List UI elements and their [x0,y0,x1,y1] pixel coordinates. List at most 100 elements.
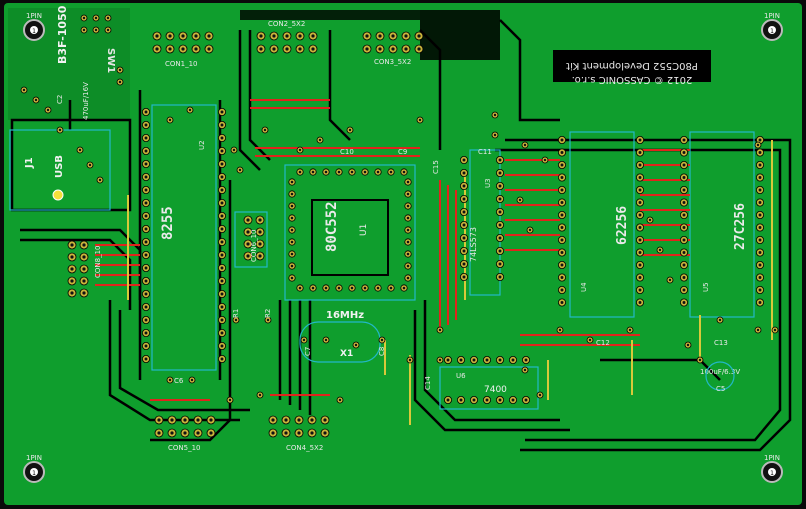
drill-hole [485,358,489,362]
drill-hole [337,170,341,174]
drill-hole [560,163,564,167]
drill-hole [302,338,306,342]
drill-hole [682,163,686,167]
usb-label: USB [54,155,65,178]
drill-hole [188,108,192,112]
u1-body [311,199,389,276]
drill-hole [94,28,98,32]
drill-hole [181,47,185,51]
drill-hole [758,176,762,179]
drill-hole [232,148,236,152]
drill-hole [259,34,263,38]
drill-hole [758,301,762,304]
drill-hole [698,358,702,362]
drill-hole [350,170,354,174]
drill-hole [144,279,148,283]
drill-hole [682,263,686,267]
u4-ref-label: U4 [580,282,588,292]
drill-hole [271,431,275,435]
drill-hole [638,213,642,217]
drill-hole [196,431,200,435]
drill-hole [758,201,762,204]
drill-hole [155,47,159,51]
drill-hole [220,266,224,270]
c6-label: C6 [174,377,184,385]
drill-hole [638,301,642,304]
drill-hole [82,267,86,271]
drill-hole [34,98,38,102]
drill-hole [220,188,224,192]
drill-hole [157,431,161,435]
drill-hole [272,47,276,51]
drill-hole [758,263,762,267]
drill-hole [406,228,410,232]
drill-hole [365,47,369,51]
drill-hole [238,168,242,172]
drill-hole [98,178,102,182]
drill-hole [144,253,148,257]
drill-hole [498,184,502,188]
drill-hole [285,47,289,51]
drill-hole [462,249,466,253]
drill-hole [258,242,262,246]
drill-hole [220,110,224,114]
drill-hole [402,170,406,174]
drill-hole [498,275,502,279]
drill-hole [144,240,148,244]
drill-hole [380,338,384,342]
c5-ref-label: C5 [716,385,725,393]
drill-hole [290,228,294,232]
drill-hole [389,286,393,290]
drill-hole [144,331,148,335]
drill-hole [82,279,86,283]
drill-hole [220,357,224,361]
drill-hole [220,214,224,218]
drill-hole [378,34,382,38]
mounting-hole-bl: 1PIN 1 [23,454,45,483]
drill-hole [498,249,502,253]
drill-hole [560,201,564,204]
drill-hole [285,34,289,38]
drill-hole [194,47,198,51]
drill-hole [144,266,148,270]
drill-hole [259,47,263,51]
drill-hole [718,318,722,322]
drill-hole [459,358,463,362]
drill-hole [756,143,760,147]
drill-hole [144,214,148,218]
drill-hole [638,138,642,142]
drill-hole [560,138,564,142]
sw1-label: SW1 [105,48,116,73]
drill-hole [773,328,777,332]
u5-part-label: 27C256 [733,203,748,250]
drill-hole [266,318,270,322]
drill-hole [246,254,250,258]
drill-hole [46,108,50,112]
drill-hole [183,431,187,435]
usb-led [52,189,64,201]
drill-hole [318,138,322,142]
drill-hole [638,288,642,292]
drill-hole [638,251,642,254]
c12-label: C12 [596,339,610,347]
drill-hole [106,28,110,32]
drill-hole [406,180,410,184]
drill-hole [70,255,74,259]
drill-hole [310,418,314,422]
drill-hole [144,149,148,153]
drill-hole [70,279,74,283]
title-line2: 2012 © CASSONIC s.r.o. [572,74,693,85]
drill-hole [220,149,224,153]
drill-hole [70,243,74,247]
drill-hole [118,68,122,72]
drill-hole [144,201,148,205]
u3-part-label: 74LS573 [469,227,478,262]
hole-label: 1PIN [26,454,42,462]
drill-hole [538,393,542,397]
drill-hole [290,192,294,196]
drill-hole [498,236,502,240]
drill-hole [560,226,564,229]
x1-value-label: 16MHz [326,310,364,321]
